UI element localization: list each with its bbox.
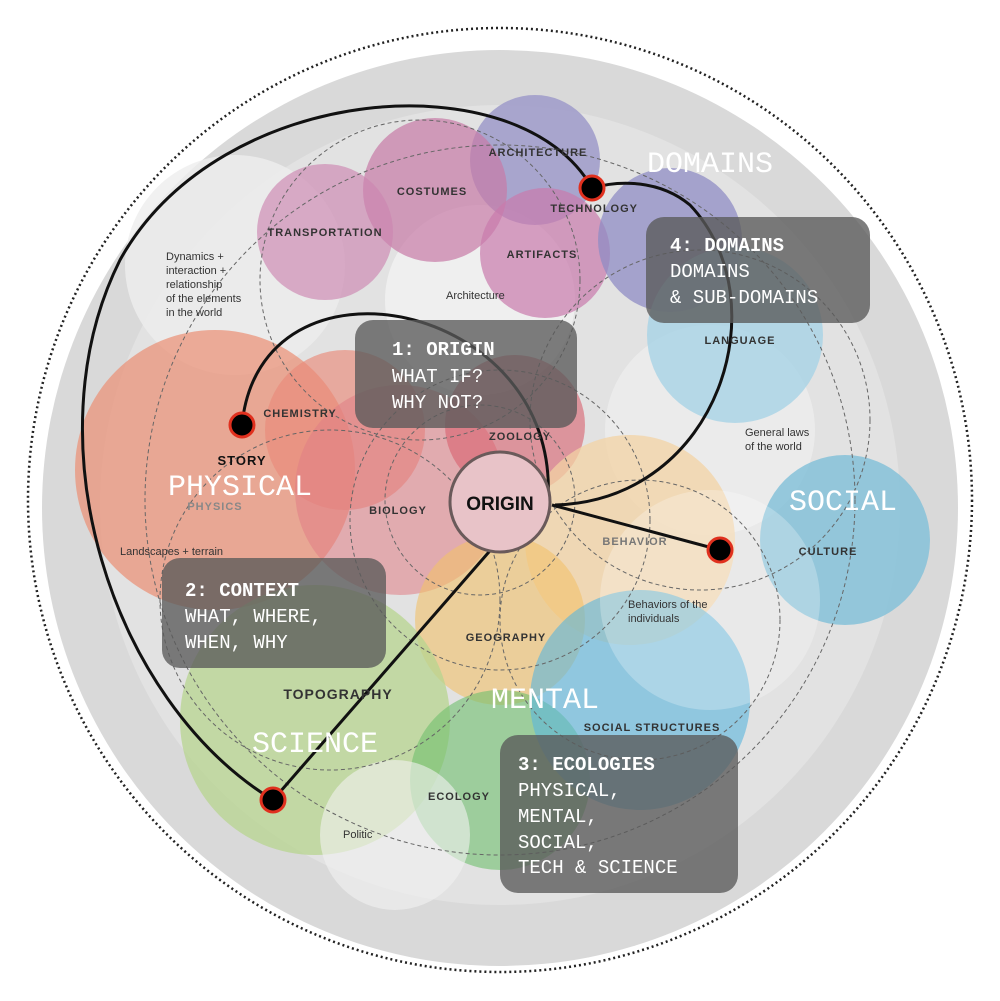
diagram-text: 3: ECOLOGIES — [518, 754, 655, 776]
label-language: LANGUAGE — [705, 335, 776, 347]
diagram-shape — [259, 119, 581, 441]
bubble-transportation — [257, 164, 393, 300]
diagram-text: relationship — [166, 279, 222, 291]
label-story: STORY — [217, 453, 266, 468]
label-social-structures: SOCIAL STRUCTURES — [584, 722, 721, 734]
diagram-text: General laws — [745, 427, 810, 439]
title-social: SOCIAL — [789, 486, 897, 520]
diagram-shape — [355, 320, 577, 428]
diagram-shape — [646, 217, 870, 323]
box-context: 2: CONTEXT WHAT, WHERE, WHEN, WHY — [162, 558, 386, 668]
bubble-artifacts — [480, 188, 610, 318]
label-architecture: ARCHITECTURE — [489, 147, 588, 159]
bubble-costumes — [363, 118, 507, 262]
outer-dotted-ring — [26, 26, 974, 974]
node-science[interactable] — [259, 786, 287, 814]
category-labels: ARCHITECTURE COSTUMES TRANSPORTATION ART… — [187, 147, 858, 803]
diagram-text: MENTAL, — [518, 806, 598, 828]
bubble-culture — [760, 455, 930, 625]
diagram-text: WHAT, WHERE, — [185, 606, 322, 628]
node-domains[interactable] — [578, 174, 606, 202]
diagram-text: Dynamics + — [166, 251, 224, 263]
diagram-shape — [349, 369, 651, 671]
diagram-text: 2: CONTEXT — [185, 580, 299, 602]
diagram-text: Politic — [343, 829, 373, 841]
label-zoology: ZOOLOGY — [489, 431, 551, 443]
bubble-highlight — [600, 490, 820, 710]
diagram-shape — [162, 558, 386, 668]
diagram-text: TECH & SCIENCE — [518, 857, 678, 879]
node-behavior[interactable] — [706, 536, 734, 564]
diagram-shape — [144, 144, 856, 856]
diagram-shape — [159, 429, 501, 771]
title-mental: MENTAL — [491, 684, 599, 718]
diagram-text: individuals — [628, 613, 680, 625]
diagram-text: 1: ORIGIN — [392, 339, 495, 361]
box-origin: 1: ORIGIN WHAT IF? WHY NOT? — [355, 320, 577, 428]
diagram-shape — [271, 544, 497, 801]
diagram-text: SOCIAL, — [518, 832, 598, 854]
origin-label: ORIGIN — [466, 494, 534, 515]
diagram-text: Behaviors of the — [628, 599, 708, 611]
diagram-shape — [551, 503, 721, 552]
diagram-text: in the world — [166, 307, 222, 319]
diagram-text: DOMAINS — [670, 261, 750, 283]
diagram-text: WHY NOT? — [392, 392, 483, 414]
diagram-text: Landscapes + terrain — [120, 546, 223, 558]
label-technology: TECHNOLOGY — [550, 203, 638, 215]
label-topography: TOPOGRAPHY — [283, 686, 392, 702]
diagram-text: WHAT IF? — [392, 366, 483, 388]
diagram-text: Architecture — [446, 290, 505, 302]
title-physical: PHYSICAL — [168, 471, 312, 505]
node-story[interactable] — [228, 411, 256, 439]
diagram-text: of the world — [745, 441, 802, 453]
label-physics: PHYSICS — [187, 501, 242, 513]
quadrant-titles: DOMAINS PHYSICAL SOCIAL MENTAL SCIENCE — [168, 148, 897, 762]
label-culture: CULTURE — [799, 546, 858, 558]
diagram-text: & SUB-DOMAINS — [670, 287, 818, 309]
label-ecology: ECOLOGY — [428, 791, 490, 803]
bubbles — [75, 95, 930, 910]
origin-circle[interactable] — [448, 450, 552, 554]
box-domains: 4: DOMAINS DOMAINS & SUB-DOMAINS — [646, 217, 870, 323]
title-science: SCIENCE — [252, 728, 378, 762]
label-biology: BIOLOGY — [369, 505, 427, 517]
label-chemistry: CHEMISTRY — [263, 408, 336, 420]
diagram-shape — [81, 104, 594, 802]
label-artifacts: ARTIFACTS — [507, 249, 578, 261]
diagram-text: PHYSICAL, — [518, 780, 621, 802]
label-transportation: TRANSPORTATION — [267, 227, 382, 239]
diagram-text: interaction + — [166, 265, 226, 277]
label-geography: GEOGRAPHY — [466, 632, 547, 644]
box-ecologies: 3: ECOLOGIES PHYSICAL, MENTAL, SOCIAL, T… — [500, 735, 738, 893]
diagram-text: 4: DOMAINS — [670, 235, 784, 257]
bubble-politic — [320, 760, 470, 910]
diagram-text: WHEN, WHY — [185, 632, 288, 654]
title-domains: DOMAINS — [647, 148, 773, 182]
notes: Dynamics + interaction + relationship of… — [120, 251, 810, 841]
diagram-text: of the elements — [166, 293, 242, 305]
diagram-shape — [384, 404, 576, 596]
diagram-shape — [500, 735, 738, 893]
label-costumes: COSTUMES — [397, 186, 467, 198]
nodes — [228, 174, 734, 814]
label-behavior: BEHAVIOR — [602, 536, 667, 548]
